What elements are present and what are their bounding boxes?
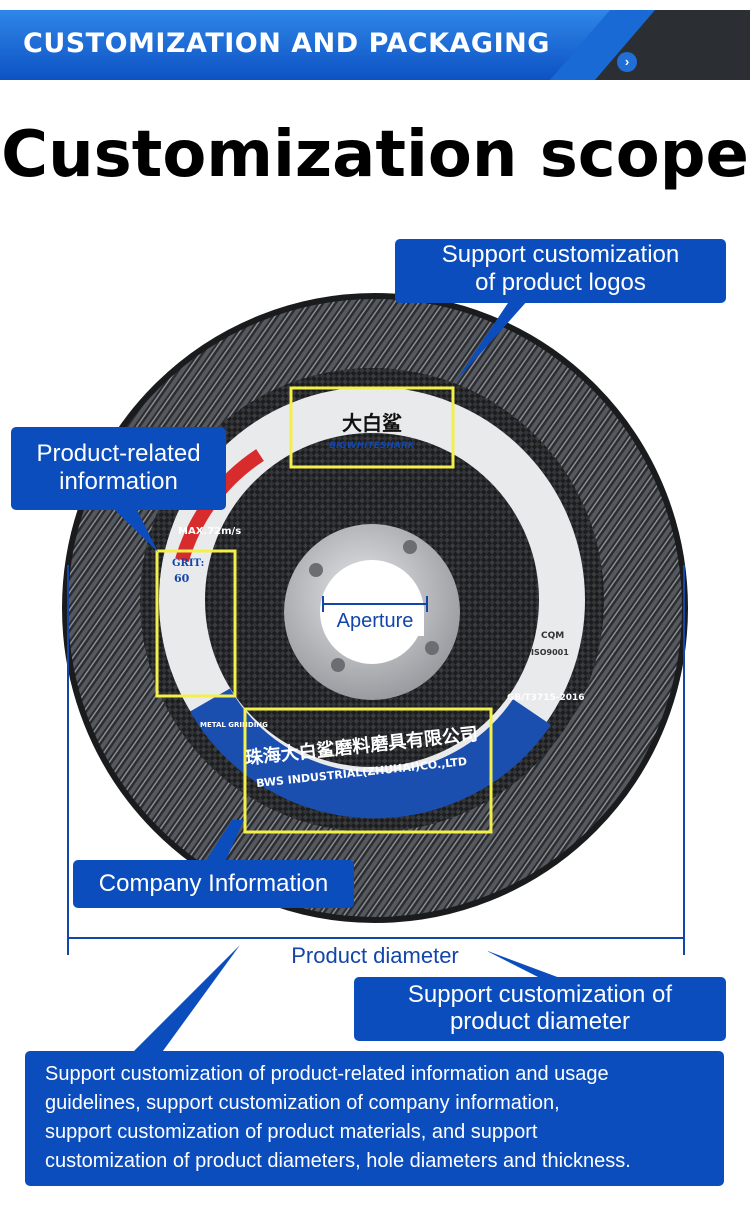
callout-line: of product logos — [475, 269, 646, 296]
company-callout: Company Information — [73, 860, 354, 908]
description-callout: Support customization of product-related… — [25, 1051, 724, 1186]
diameter-pointer — [485, 950, 560, 978]
description-line: customization of product diameters, hole… — [45, 1150, 631, 1172]
company-pointer — [205, 820, 244, 862]
grit-value: 60 — [174, 572, 190, 585]
diameter-callout: Support customization of product diamete… — [354, 977, 726, 1041]
callout-line: information — [59, 468, 178, 495]
product-pointer — [115, 510, 158, 552]
page-title: Customization scope — [1, 118, 749, 192]
banner-background — [0, 0, 750, 80]
standard-label: GB/T3715-2016 — [507, 693, 585, 703]
cert-cqm: CQM — [541, 631, 564, 641]
logo-pointer — [455, 300, 528, 382]
company-highlight — [243, 707, 493, 834]
callout-line: Product-related — [36, 440, 201, 467]
brand-en: BIGWHITESHARK — [329, 441, 416, 451]
metal-grinding: METAL GRINDING — [200, 721, 268, 729]
description-pointer — [130, 945, 240, 1055]
grit-label: GRIT: — [172, 558, 204, 569]
chevron-right-icon[interactable]: › — [617, 52, 637, 72]
description-line: Support customization of product-related… — [45, 1063, 609, 1085]
callout-line: Support customization of — [407, 981, 673, 1008]
banner-title: CUSTOMIZATION AND PACKAGING — [23, 28, 550, 59]
brand-cn: 大白鲨 — [342, 411, 402, 435]
speed-label: MAX.72m/s — [178, 526, 241, 537]
description-line: support customization of product materia… — [45, 1121, 538, 1143]
product-diameter-label: Product diameter — [262, 941, 488, 971]
header-banner: CUSTOMIZATION AND PACKAGING › — [0, 0, 750, 80]
aperture-label: Aperture — [326, 606, 424, 636]
logo-highlight — [289, 386, 455, 469]
cert-iso: ISO9001 — [531, 648, 569, 657]
callout-line: product diameter — [449, 1008, 631, 1035]
callout-line: Support customization — [441, 241, 680, 268]
description-line: guidelines, support customization of com… — [45, 1092, 560, 1114]
product-info-highlight — [155, 549, 237, 698]
logo-callout: Support customization of product logos — [395, 239, 726, 303]
product-info-callout: Product-related information — [11, 427, 226, 510]
